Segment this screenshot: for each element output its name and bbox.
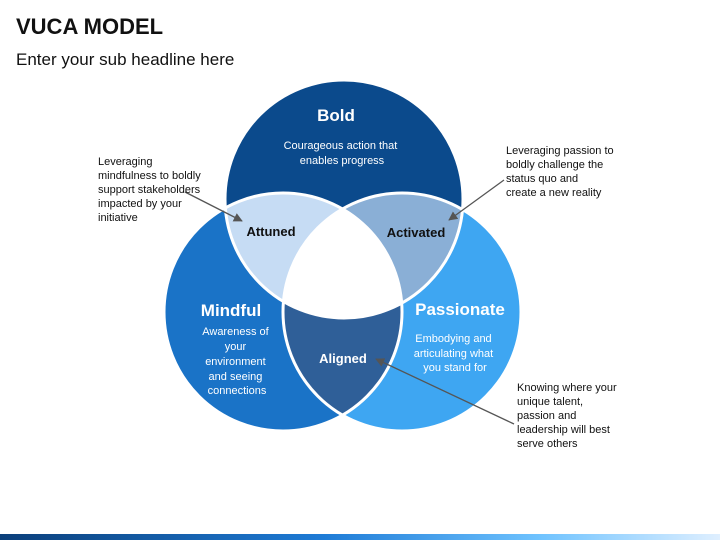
callout-line: support stakeholders (98, 184, 201, 196)
callout-line: Leveraging (98, 156, 153, 168)
page-title: VUCA MODEL (16, 14, 164, 39)
callout-line: status quo and (506, 173, 579, 185)
desc-mindful-line: Awareness of (202, 326, 269, 338)
desc-mindful-line: and seeing (209, 371, 263, 383)
desc-bold: Courageous action that enables progress (284, 140, 401, 167)
desc-mindful: Awareness of your environment and seeing… (202, 326, 272, 397)
callout-line: unique talent, (517, 396, 584, 408)
desc-mindful-line: your (225, 341, 247, 353)
footer-accent-bar (0, 534, 720, 540)
callout-activated: Leveraging passion to boldly challenge t… (506, 144, 626, 200)
arrow-aligned (375, 358, 515, 425)
callout-line: boldly challenge the (506, 159, 604, 171)
label-activated: Activated (387, 225, 446, 240)
desc-passionate: Embodying and articulating what you stan… (414, 333, 497, 374)
label-aligned: Aligned (319, 351, 367, 366)
callout-line: passion and (517, 410, 577, 422)
callout-line: mindfulness to boldly (98, 170, 201, 182)
desc-bold-line: enables progress (300, 155, 385, 167)
desc-mindful-line: connections (208, 385, 267, 397)
desc-passionate-line: Embodying and (415, 333, 491, 345)
page-subtitle: Enter your sub headline here (16, 50, 235, 69)
callout-aligned: Knowing where your unique talent, passio… (517, 381, 637, 451)
arrow-activated (448, 179, 505, 221)
label-passionate: Passionate (415, 300, 505, 319)
callout-line: serve others (517, 438, 578, 450)
callout-line: Knowing where your (517, 382, 617, 394)
callout-line: create a new reality (506, 187, 602, 199)
arrow-attuned (184, 191, 243, 222)
desc-passionate-line: articulating what (414, 348, 494, 360)
desc-passionate-line: you stand for (423, 362, 487, 374)
callout-attuned: Leveraging mindfulness to boldly support… (98, 155, 218, 225)
callout-line: impacted by your (98, 198, 182, 210)
label-attuned: Attuned (246, 224, 295, 239)
desc-mindful-line: environment (205, 356, 266, 368)
desc-bold-line: Courageous action that (284, 140, 398, 152)
callout-line: Leveraging passion to (506, 145, 614, 157)
label-mindful: Mindful (201, 301, 261, 320)
overlap-center (283, 193, 402, 318)
callout-line: leadership will best (517, 424, 610, 436)
outline-mindful (162, 191, 404, 433)
outline-bold (223, 78, 465, 320)
callout-line: initiative (98, 212, 138, 224)
outline-passionate (281, 191, 523, 433)
label-bold: Bold (317, 106, 355, 125)
